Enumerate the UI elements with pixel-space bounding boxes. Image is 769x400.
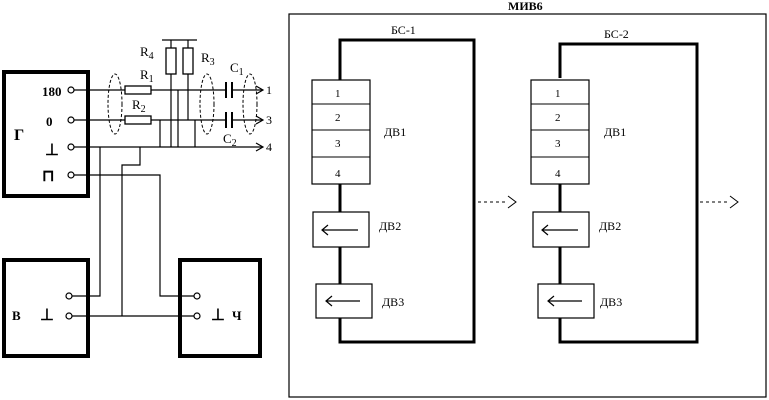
bs1-dv2-label: ДВ2 [379,219,401,233]
c2-label: C2 [223,131,237,149]
generator-block: Г 180 0 ⊥ ⊓ [2,70,90,198]
bs2-cell-1: 1 [555,88,561,100]
block-v-ground: ⊥ [40,307,54,324]
bs2-dv1-stack: 1 2 3 4 [530,79,590,185]
bs2-cell-4: 4 [555,168,561,180]
port-180-label: 180 [42,84,62,99]
bs2-cell-3: 3 [555,138,561,150]
bs2-block: БС-2 1 2 3 4 ДВ1 ДВ2 ДВ3 [530,27,739,344]
bs1-dv3 [315,283,373,319]
resistor-r4: R4 [140,44,177,75]
block-ch-label: Ч [232,308,242,323]
port-0-label: 0 [46,114,53,129]
bs1-dv2 [312,211,370,248]
port-ground-label: ⊥ [45,142,59,159]
miv-title: МИВ6 [508,0,543,13]
bs2-cell-2: 2 [555,112,561,124]
bs2-dv3-label: ДВ3 [600,295,622,309]
r4-label: R4 [140,44,154,62]
resistor-r2: R2 [124,97,152,125]
bs2-dashed-arrow [700,195,739,209]
bs2-dv2 [532,211,590,248]
r2-label: R2 [132,97,146,115]
block-v: В ⊥ [2,258,90,358]
generator-label: Г [14,127,24,144]
resistor-r3: R3 [182,47,215,75]
block-ch: ⊥ Ч [178,258,262,358]
bs1-title: БС-1 [391,23,416,37]
block-v-label: В [12,308,21,323]
bs2-dv3 [537,283,595,319]
bs1-block: БС-1 1 2 3 4 ДВ1 ДВ2 ДВ3 [311,23,517,344]
r1-label: R1 [140,67,154,85]
block-ch-ground: ⊥ [211,307,225,324]
output-4-label: 4 [266,140,272,154]
bs2-dv1-label: ДВ1 [604,125,626,139]
r3-label: R3 [201,50,215,68]
bs1-cell-2: 2 [335,112,341,124]
wiring [72,39,265,317]
bs1-cell-4: 4 [335,168,341,180]
c1-label: C1 [230,60,244,78]
miv-frame: МИВ6 [288,0,767,398]
bs1-cell-1: 1 [335,88,341,100]
bs1-dv3-label: ДВ3 [382,295,404,309]
resistor-r1: R1 [124,67,154,95]
bs2-title: БС-2 [604,27,629,41]
bs1-cell-3: 3 [335,138,341,150]
output-3-label: 3 [266,113,272,127]
bs1-dashed-arrow [478,195,517,209]
bs1-dv1-stack: 1 2 3 4 [311,79,371,185]
output-1-label: 1 [266,83,272,97]
shield-marks [107,73,258,135]
capacitor-c2 [225,112,233,128]
bs1-dv1-label: ДВ1 [384,125,406,139]
bs2-dv2-label: ДВ2 [599,219,621,233]
port-pulse-label: ⊓ [42,168,54,185]
capacitor-c1 [225,82,233,98]
